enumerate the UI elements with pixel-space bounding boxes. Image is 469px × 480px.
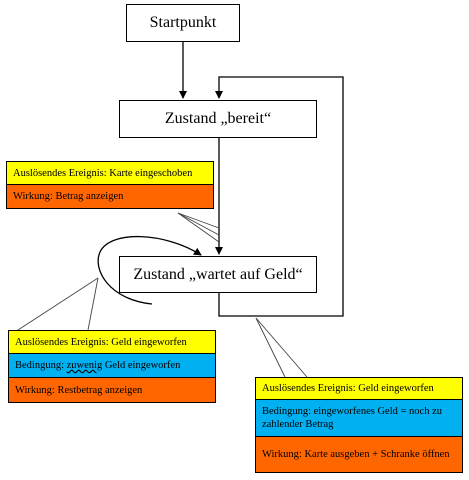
arrow-waiting-back-to-ready xyxy=(215,76,344,317)
annotation-money-partial: Auslösendes Ereignis: Geld eingeworfen B… xyxy=(8,330,216,403)
leader-card-insert-3 xyxy=(177,212,220,243)
condition-suffix: Geld eingeworfen xyxy=(102,360,181,371)
condition-underlined-word: zuwenig xyxy=(66,360,103,371)
leader-money-partial-1 xyxy=(17,277,99,331)
state-start: Startpunkt xyxy=(126,4,240,42)
condition-row: Bedingung: eingeworfenes Geld = noch zu … xyxy=(255,400,463,437)
event-row: Auslösendes Ereignis: Geld eingeworfen xyxy=(8,330,216,354)
arrow-self-loop-waiting xyxy=(97,235,202,305)
condition-prefix: Bedingung: xyxy=(15,360,67,371)
effect-row: Wirkung: Restbetrag anzeigen xyxy=(8,378,216,403)
leader-money-full-2 xyxy=(255,317,308,378)
annotation-card-insert: Auslösendes Ereignis: Karte eingeschoben… xyxy=(6,161,214,209)
state-waiting: Zustand „wartet auf Geld“ xyxy=(119,256,317,293)
condition-row: Bedingung: zuwenig Geld eingeworfen xyxy=(8,354,216,378)
effect-row: Wirkung: Karte ausgeben + Schranke öffne… xyxy=(255,437,463,473)
leader-money-partial-2 xyxy=(87,277,99,331)
leader-card-insert-1 xyxy=(177,212,220,229)
state-ready: Zustand „bereit“ xyxy=(119,100,317,138)
effect-row: Wirkung: Betrag anzeigen xyxy=(6,185,214,209)
leader-card-insert-2 xyxy=(177,212,220,236)
event-row: Auslösendes Ereignis: Karte eingeschoben xyxy=(6,161,214,185)
leader-money-full-1 xyxy=(255,317,286,378)
annotation-money-full: Auslösendes Ereignis: Geld eingeworfen B… xyxy=(255,377,463,473)
event-row: Auslösendes Ereignis: Geld eingeworfen xyxy=(255,377,463,400)
